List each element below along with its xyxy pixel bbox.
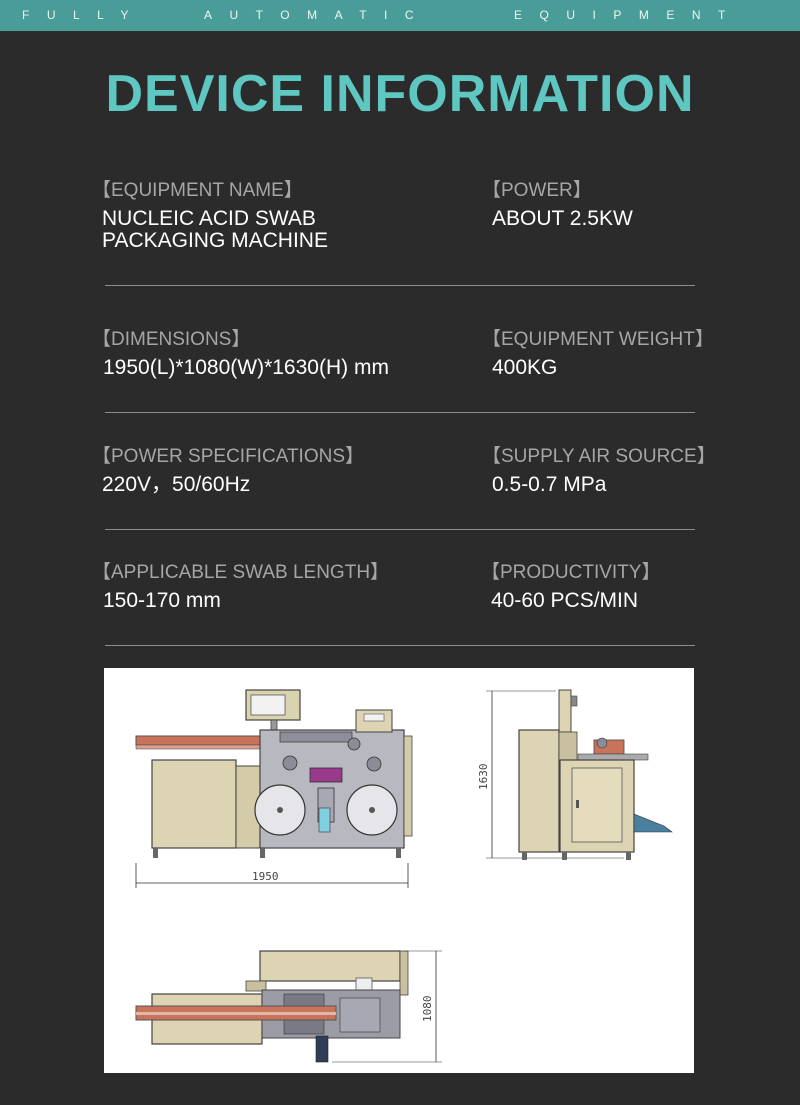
spec-applicable-swab-length: 【APPLICABLE SWAB LENGTH】 150-170 mm bbox=[92, 557, 389, 612]
page-title: DEVICE INFORMATION bbox=[105, 65, 695, 123]
spec-value: NUCLEIC ACID SWAB PACKAGING MACHINE bbox=[102, 207, 328, 252]
machine-drawing: 1950 1630 bbox=[135, 689, 673, 1063]
spec-label: 【SUPPLY AIR SOURCE】 bbox=[482, 446, 716, 467]
spec-equipment-weight: 【EQUIPMENT WEIGHT】 400KG bbox=[482, 324, 714, 379]
spec-value: 40-60 PCS/MIN bbox=[491, 589, 639, 612]
machine-drawing-panel: 1950 1630 bbox=[104, 668, 694, 1073]
divider bbox=[105, 285, 695, 286]
divider bbox=[105, 529, 695, 530]
dimension-height: 1630 bbox=[477, 764, 490, 791]
spec-value: 0.5-0.7 MPa bbox=[492, 473, 607, 496]
spec-equipment-name: 【EQUIPMENT NAME】 NUCLEIC ACID SWAB PACKA… bbox=[92, 175, 328, 252]
top-view: 1080 bbox=[135, 950, 442, 1063]
front-view: 1950 bbox=[135, 689, 413, 888]
spec-label: 【POWER】 bbox=[482, 180, 592, 201]
divider bbox=[105, 412, 695, 413]
spec-productivity: 【PRODUCTIVITY】 40-60 PCS/MIN bbox=[481, 557, 660, 612]
spec-value: ABOUT 2.5KW bbox=[492, 207, 633, 230]
spec-dimensions: 【DIMENSIONS】 1950(L)*1080(W)*1630(H) mm bbox=[92, 324, 389, 379]
spec-label: 【EQUIPMENT WEIGHT】 bbox=[482, 329, 714, 350]
header-bar: FULLY AUTOMATIC EQUIPMENT bbox=[0, 0, 800, 31]
spec-value: 220V，50/60Hz bbox=[102, 473, 251, 496]
spec-label: 【PRODUCTIVITY】 bbox=[481, 562, 661, 583]
spec-label: 【POWER SPECIFICATIONS】 bbox=[92, 446, 365, 467]
side-view: 1630 bbox=[477, 689, 673, 860]
tagline-word-equipment: EQUIPMENT bbox=[514, 8, 743, 22]
dimension-length: 1950 bbox=[252, 870, 279, 883]
spec-power: 【POWER】 ABOUT 2.5KW bbox=[482, 175, 633, 230]
spec-value: 1950(L)*1080(W)*1630(H) mm bbox=[103, 356, 389, 379]
spec-value: 150-170 mm bbox=[103, 589, 221, 612]
spec-value: 400KG bbox=[492, 356, 558, 379]
spec-label: 【DIMENSIONS】 bbox=[92, 329, 251, 350]
dimension-width: 1080 bbox=[421, 996, 434, 1023]
tagline-word-fully: FULLY bbox=[22, 8, 146, 22]
spec-supply-air-source: 【SUPPLY AIR SOURCE】 0.5-0.7 MPa bbox=[482, 441, 716, 496]
spec-label: 【EQUIPMENT NAME】 bbox=[92, 180, 303, 201]
divider bbox=[105, 645, 695, 646]
tagline-word-automatic: AUTOMATIC bbox=[204, 8, 432, 22]
spec-power-specifications: 【POWER SPECIFICATIONS】 220V，50/60Hz bbox=[92, 441, 364, 496]
spec-label: 【APPLICABLE SWAB LENGTH】 bbox=[92, 562, 390, 583]
